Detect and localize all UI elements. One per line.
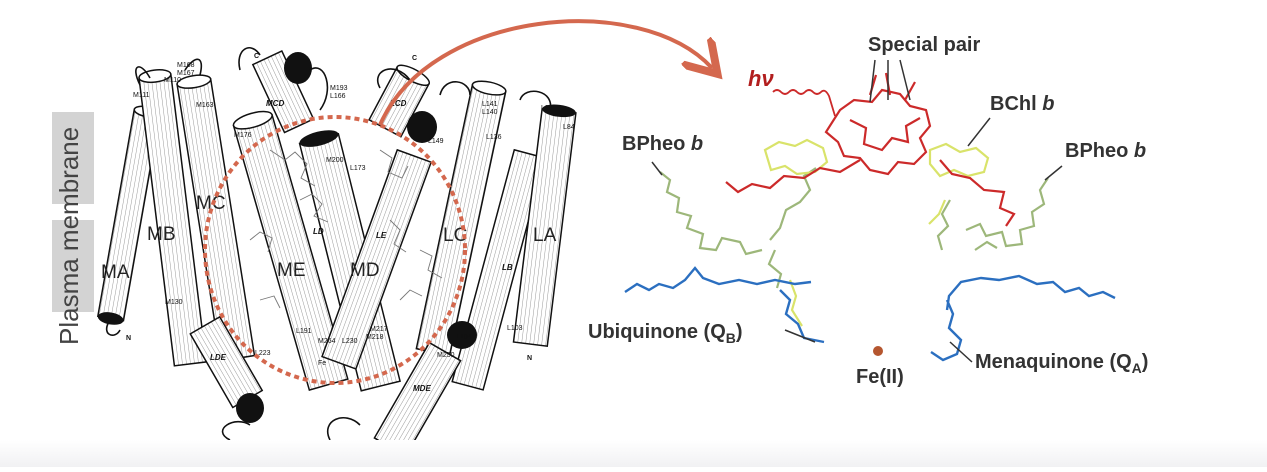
residue-label: L166 bbox=[330, 93, 346, 100]
menaquinone-molecule bbox=[930, 274, 1116, 362]
residue-label: M217 bbox=[370, 326, 388, 333]
iron-label: Fe(II) bbox=[856, 366, 904, 388]
residue-label: M218 bbox=[366, 334, 384, 341]
residue-label: M110 bbox=[164, 77, 181, 84]
membrane-bar-top bbox=[52, 112, 94, 204]
residue-labels: M111 M168 M167 M110 M163 M176 M193 L166 … bbox=[133, 62, 575, 367]
light-arrow bbox=[772, 89, 836, 117]
mark-lb: LB bbox=[502, 263, 513, 272]
helix-label-la: LA bbox=[533, 225, 557, 246]
residue-label: L103 bbox=[507, 325, 523, 332]
helix-ld bbox=[321, 148, 433, 370]
zoom-arrow bbox=[378, 19, 712, 126]
residue-label: L223 bbox=[255, 350, 271, 357]
mark-mcd: MCD bbox=[266, 99, 284, 108]
helix-label-ma: MA bbox=[101, 262, 130, 283]
special-pair-label: Special pair bbox=[868, 34, 980, 56]
residue-label: M168 bbox=[177, 62, 195, 69]
residue-label: M200 bbox=[326, 157, 344, 164]
helix-labels: MA MB MC ME MD LC LA bbox=[101, 193, 557, 283]
residue-label: Fe bbox=[318, 360, 326, 367]
iron-atom bbox=[873, 346, 883, 356]
residue-label: M163 bbox=[196, 102, 214, 109]
bpheo-right-molecule bbox=[936, 177, 1049, 251]
bchl-molecule bbox=[763, 138, 990, 327]
residue-label: L136 bbox=[486, 134, 502, 141]
helix-lde-cap bbox=[236, 393, 264, 423]
mark-c-top-mid: C bbox=[412, 55, 417, 62]
zoom-ellipse bbox=[203, 115, 467, 385]
structure-marks: MCD LCD LDE MDE LD LE LB C C N N bbox=[126, 53, 532, 393]
helix-label-mc: MC bbox=[196, 193, 226, 214]
bpheo-left-molecule bbox=[659, 167, 817, 289]
residue-label: L141 bbox=[482, 101, 498, 108]
helix-md bbox=[298, 130, 401, 392]
residue-label: L149 bbox=[428, 138, 444, 145]
mark-lde: LDE bbox=[210, 353, 227, 362]
loops bbox=[105, 47, 552, 441]
residue-label: M250 bbox=[437, 352, 455, 359]
membrane-bars bbox=[52, 112, 94, 312]
helix-label-mb: MB bbox=[147, 224, 176, 245]
residue-label: L230 bbox=[342, 338, 358, 345]
mark-le: LE bbox=[376, 231, 387, 240]
residue-label: L191 bbox=[296, 328, 312, 335]
residue-label: L104 bbox=[456, 334, 472, 341]
residue-label: L84 bbox=[563, 124, 575, 131]
helix-mde-cap bbox=[447, 321, 477, 349]
mark-c-top-left: C bbox=[254, 53, 259, 60]
bpheo-left-label: BPheo b bbox=[622, 133, 703, 155]
helix-label-lc: LC bbox=[443, 225, 467, 246]
residue-label: L173 bbox=[350, 165, 366, 172]
mark-mde: MDE bbox=[413, 384, 431, 393]
membrane-bar-bottom bbox=[52, 220, 94, 312]
cofactor-sketch bbox=[249, 149, 443, 309]
mark-lcd: LCD bbox=[390, 99, 407, 108]
residue-label: L83 bbox=[541, 105, 553, 112]
mark-n-right: N bbox=[527, 355, 532, 362]
residue-label: L140 bbox=[482, 109, 498, 116]
residue-label: M111 bbox=[133, 92, 150, 99]
helix-mcd-cap bbox=[284, 52, 312, 84]
special-pair-molecule bbox=[725, 72, 1016, 227]
bchl-label: BChl b bbox=[990, 93, 1054, 115]
membrane-label: Plasma membrane bbox=[54, 127, 84, 345]
residue-label: M167 bbox=[177, 70, 195, 77]
ubiquinone-label: Ubiquinone (QB) bbox=[588, 321, 743, 346]
helix-label-me: ME bbox=[277, 260, 306, 281]
bottom-fade bbox=[0, 440, 1267, 467]
mark-ld: LD bbox=[313, 227, 324, 236]
helix-lcd-cap bbox=[407, 111, 437, 143]
hv-label: hν bbox=[748, 66, 774, 91]
helix-bundle bbox=[96, 47, 577, 457]
leader-lines bbox=[651, 59, 1063, 363]
helix-mb bbox=[138, 69, 207, 367]
menaquinone-label: Menaquinone (QA) bbox=[975, 351, 1148, 376]
residue-label: M264 bbox=[318, 338, 336, 345]
mark-n-left: N bbox=[126, 335, 131, 342]
residue-label: M130 bbox=[165, 299, 183, 306]
helix-me bbox=[232, 110, 349, 392]
cofactor-labels: Special pair hν BChl b BPheo b BPheo b U… bbox=[588, 34, 1148, 388]
bpheo-right-label: BPheo b bbox=[1065, 140, 1146, 162]
residue-label: M193 bbox=[330, 85, 348, 92]
helix-mcd bbox=[251, 50, 315, 134]
helix-label-md: MD bbox=[350, 260, 380, 281]
cofactor-structures bbox=[624, 59, 1116, 363]
residue-label: M176 bbox=[234, 132, 252, 139]
